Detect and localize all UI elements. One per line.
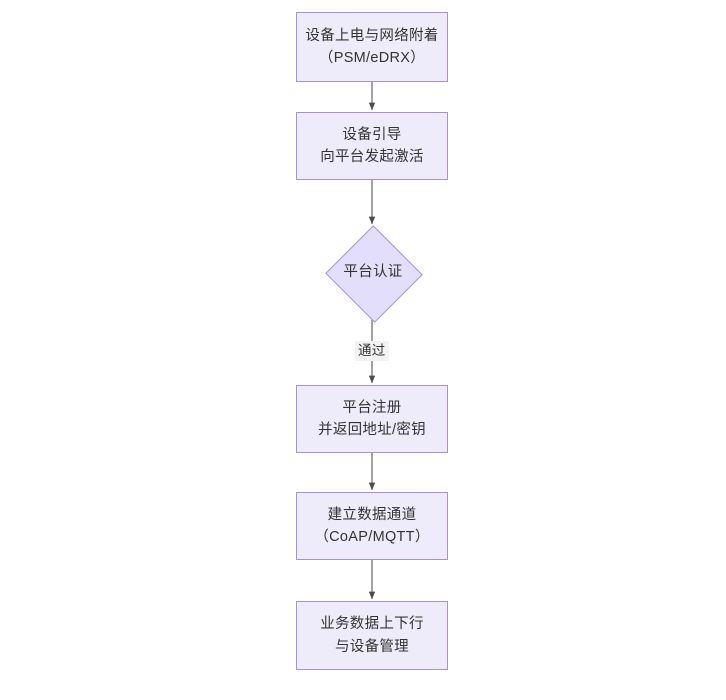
node-data-channel[interactable]: 建立数据通道 （CoAP/MQTT） (296, 492, 448, 560)
node-platform-register-label: 平台注册 并返回地址/密钥 (318, 399, 426, 438)
node-power-on-label: 设备上电与网络附着 （PSM/eDRX） (305, 27, 439, 66)
node-business-data[interactable]: 业务数据上下行 与设备管理 (296, 601, 448, 670)
node-data-channel-label: 建立数据通道 （CoAP/MQTT） (314, 506, 430, 545)
node-power-on[interactable]: 设备上电与网络附着 （PSM/eDRX） (296, 12, 448, 82)
edge-label-pass: 通过 (355, 341, 389, 362)
node-bootstrap-label: 设备引导 向平台发起激活 (320, 126, 424, 165)
node-bootstrap[interactable]: 设备引导 向平台发起激活 (296, 112, 448, 180)
node-platform-auth[interactable]: 平台认证 (325, 225, 423, 323)
node-platform-register[interactable]: 平台注册 并返回地址/密钥 (296, 385, 448, 453)
node-business-data-label: 业务数据上下行 与设备管理 (320, 616, 424, 655)
node-platform-auth-label: 平台认证 (343, 264, 403, 281)
